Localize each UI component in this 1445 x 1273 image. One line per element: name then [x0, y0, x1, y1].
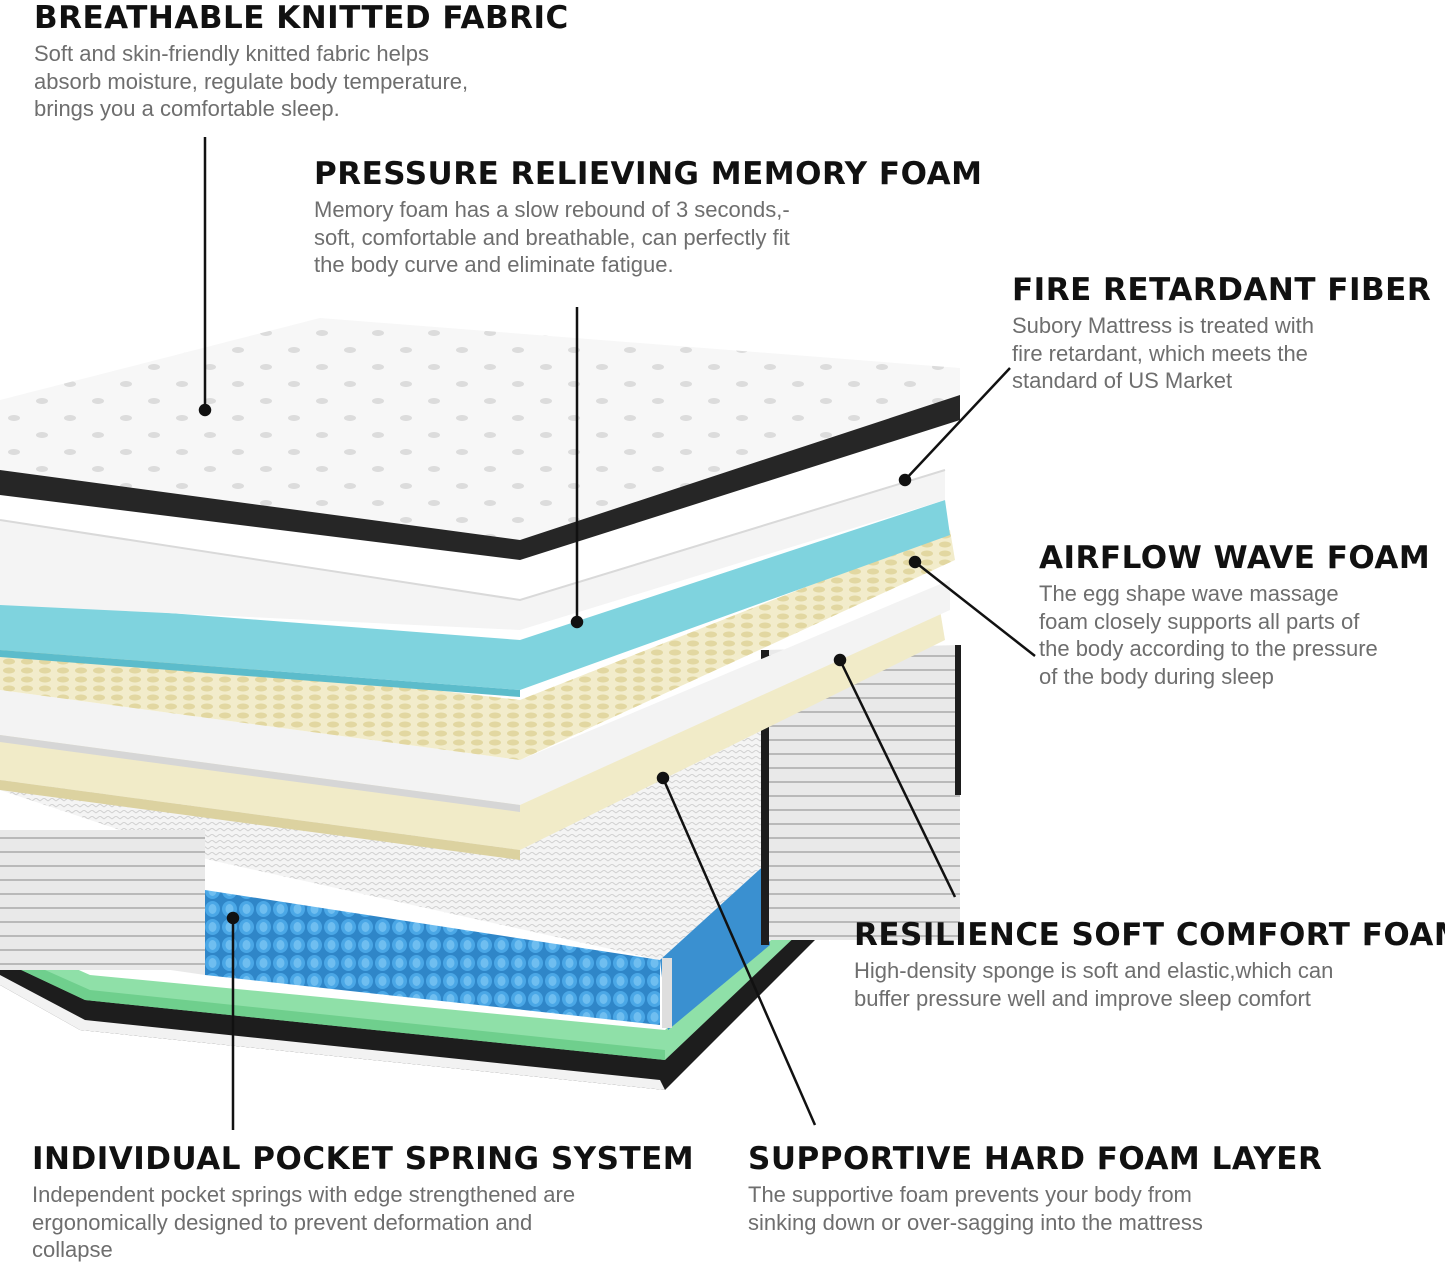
callout-title: BREATHABLE KNITTED FABRIC — [34, 0, 569, 36]
callout-description: Memory foam has a slow rebound of 3 seco… — [314, 197, 790, 277]
callout-title: AIRFLOW WAVE FOAM — [1039, 540, 1431, 576]
fire-retardant-fiber-sheet — [0, 469, 946, 630]
memory-foam-layer — [0, 500, 950, 697]
knitted-fabric-top — [0, 318, 960, 560]
callout-description: Subory Mattress is treated with fire ret… — [1012, 313, 1315, 393]
callout-resilience-soft-comfort-foam: RESILIENCE SOFT COMFORT FOAM High-densit… — [854, 917, 1445, 1012]
callout-title: FIRE RETARDANT FIBER — [1012, 272, 1432, 308]
callout-airflow-wave-foam: AIRFLOW WAVE FOAM The egg shape wave mas… — [1039, 540, 1430, 690]
airflow-wave-foam — [0, 530, 955, 760]
callout-supportive-hard-foam: SUPPORTIVE HARD FOAM LAYER The supportiv… — [748, 1141, 1322, 1236]
callout-breathable-knitted-fabric: BREATHABLE KNITTED FABRIC Soft and skin-… — [34, 0, 569, 123]
leader-lines — [198, 137, 1036, 1130]
callout-pocket-spring-system: INDIVIDUAL POCKET SPRING SYSTEM Independ… — [32, 1141, 694, 1264]
white-foam-layer — [0, 580, 950, 812]
callout-fire-retardant-fiber: FIRE RETARDANT FIBER Subory Mattress is … — [1012, 272, 1431, 395]
callout-title: SUPPORTIVE HARD FOAM LAYER — [748, 1141, 1323, 1177]
resilience-soft-comfort-foam — [0, 610, 945, 860]
callout-description: The egg shape wave massage foam closely … — [1039, 581, 1378, 689]
callout-description: Independent pocket springs with edge str… — [32, 1182, 576, 1262]
callout-title: RESILIENCE SOFT COMFORT FOAM — [854, 917, 1445, 953]
callout-title: INDIVIDUAL POCKET SPRING SYSTEM — [32, 1141, 695, 1177]
callout-memory-foam: PRESSURE RELIEVING MEMORY FOAM Memory fo… — [314, 156, 982, 279]
callout-description: High-density sponge is soft and elastic,… — [854, 958, 1334, 1011]
callout-description: Soft and skin-friendly knitted fabric he… — [34, 41, 469, 121]
callout-title: PRESSURE RELIEVING MEMORY FOAM — [314, 156, 983, 192]
callout-description: The supportive foam prevents your body f… — [748, 1182, 1203, 1235]
